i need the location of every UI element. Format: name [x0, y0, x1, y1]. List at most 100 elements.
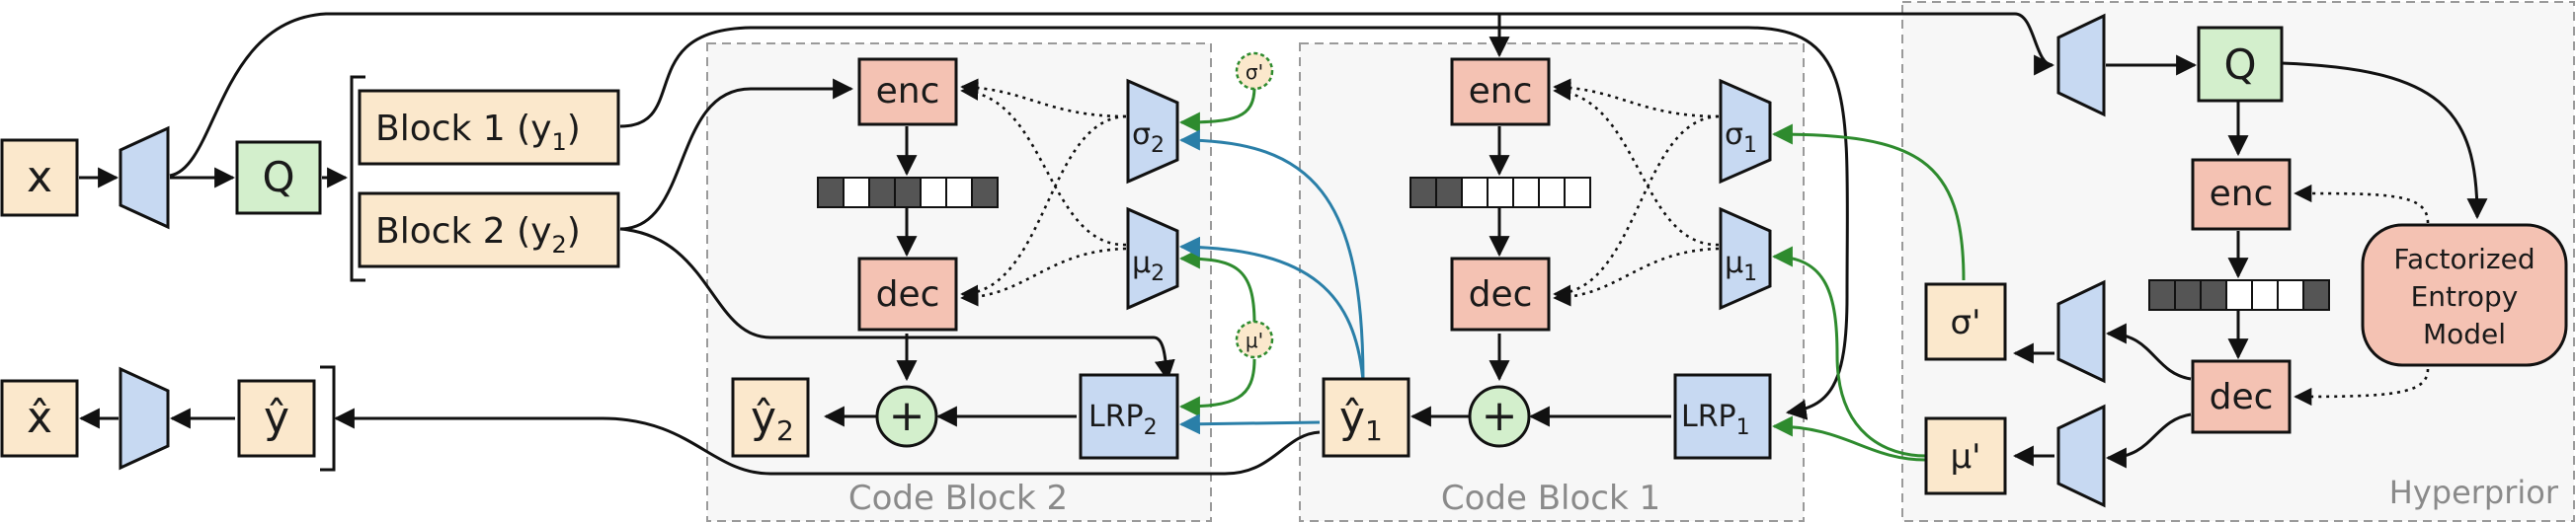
svg-text:dec: dec [2210, 377, 2274, 417]
bit-cell [1461, 177, 1489, 208]
mu1-trapezoid: μ1 [1719, 206, 1772, 311]
bit-cell [1435, 177, 1463, 208]
svg-text:σ1: σ1 [1725, 117, 1757, 158]
svg-text:μ': μ' [1951, 437, 1981, 477]
svg-text:enc: enc [876, 71, 940, 112]
svg-text:Entropy: Entropy [2411, 280, 2519, 313]
svg-text:μ': μ' [1246, 329, 1263, 352]
block2-box: Block 2 (y2) [358, 191, 620, 268]
svg-text:ŷ2: ŷ2 [751, 393, 794, 447]
svg-text:Block 2 (y2): Block 2 (y2) [375, 211, 581, 259]
mu2-trapezoid: μ2 [1126, 206, 1179, 311]
green-mu-prime-seed-to-mu2 [1178, 248, 1256, 325]
green-mu-prime-seed-to-lrp2 [1178, 358, 1256, 417]
arrow-hdec-to-lower-decoder [2105, 412, 2192, 469]
mu-prime-box: μ' [1924, 416, 2007, 495]
blue-y1hat-to-sigma2 [1178, 129, 1365, 382]
arrow-block2-to-cb2-enc [619, 78, 854, 231]
x-label: x [27, 152, 52, 202]
svg-text:μ2: μ2 [1132, 246, 1165, 286]
block2-sub: 2 [552, 231, 567, 259]
dots-sigma1-to-enc [1553, 78, 1720, 118]
green-sigma-prime-seed-to-sigma2 [1178, 86, 1256, 133]
bit-cell [2277, 279, 2304, 311]
green-mu-prime-to-mu1 [1771, 246, 1927, 458]
svg-text:Block 1 (y1): Block 1 (y1) [375, 109, 581, 156]
dots-mu1-to-dec [1553, 247, 1720, 307]
dots-sigma2-to-enc [960, 78, 1127, 118]
dots-mu1-to-enc [1553, 82, 1720, 247]
arrow-block1-to-cb1 [619, 26, 1849, 420]
svg-text:LRP2: LRP2 [1088, 400, 1158, 440]
svg-text:LRP1: LRP1 [1681, 400, 1750, 440]
bit-cell [945, 177, 973, 208]
bit-cell [2251, 279, 2279, 311]
blue-connections [1178, 129, 1365, 435]
bit-cell [920, 177, 947, 208]
top-bracket [350, 75, 365, 282]
sigma1-trapezoid: σ1 [1719, 78, 1772, 185]
cb2-bitstream [817, 177, 999, 208]
dots-mu2-to-enc [960, 82, 1127, 247]
hyper-bitstream [2148, 279, 2330, 311]
cb2-plus: + [875, 385, 938, 448]
block1-close: ) [567, 109, 581, 149]
regions: Code Block 2 Code Block 1 Hyperprior [706, 1, 2575, 522]
bit-cell [2302, 279, 2330, 311]
yhat-box: ŷ [237, 379, 316, 458]
bit-cell [2200, 279, 2227, 311]
block1-text: Block 1 (y [375, 109, 552, 149]
svg-text:σ': σ' [1246, 60, 1263, 84]
cb2-enc: enc [857, 57, 958, 126]
svg-text:dec: dec [1469, 274, 1533, 315]
connections [78, 12, 2488, 476]
factorized-entropy-model: Factorized Entropy Model [2361, 223, 2568, 367]
svg-text:μ1: μ1 [1725, 246, 1757, 286]
sigma2-trapezoid: σ2 [1126, 78, 1179, 185]
q-label: Q [262, 153, 294, 201]
cb2-dec: dec [857, 257, 958, 332]
mu-prime-seed-cb2: μ' [1235, 320, 1274, 359]
bit-cell [1564, 177, 1591, 208]
svg-text:dec: dec [876, 274, 940, 315]
cb1-bitstream [1409, 177, 1591, 208]
y2hat-box: ŷ2 [731, 377, 810, 458]
code-block-2-label: Code Block 2 [848, 479, 1068, 518]
lrp1-trapezoid: LRP1 [1673, 373, 1772, 460]
blue-y1hat-to-mu2 [1178, 236, 1365, 382]
bit-cell [2225, 279, 2253, 311]
svg-text:Factorized: Factorized [2393, 243, 2535, 275]
dots-factorized-to-hdec [2294, 368, 2430, 407]
x-box: x [0, 138, 79, 217]
dotted-connections [960, 78, 2430, 407]
sigma-prime-seed-cb2: σ' [1235, 51, 1274, 91]
block1-box: Block 1 (y1) [358, 89, 620, 166]
green-sigma-prime-to-sigma1 [1771, 123, 1966, 281]
svg-text:enc: enc [2210, 174, 2274, 214]
arrow-latent-to-hyperprior [169, 12, 2055, 178]
hyper-decoder-upper [2056, 279, 2106, 384]
lrp2-trapezoid: LRP2 [1079, 373, 1179, 460]
hyper-decoder-lower [2056, 404, 2106, 508]
green-mu-prime-to-lrp1 [1771, 415, 1927, 462]
q-box: Q [235, 140, 322, 215]
y1hat-box: ŷ1 [1322, 377, 1410, 458]
hyperprior-label: Hyperprior [2389, 474, 2559, 511]
blue-y1hat-to-lrp2 [1178, 413, 1321, 435]
xhat-label: x̂ [27, 393, 52, 443]
svg-text:Model: Model [2423, 318, 2506, 350]
arrow-y1hat-to-yhat [333, 408, 1321, 476]
block1-sub: 1 [552, 128, 567, 156]
hyper-dec: dec [2191, 359, 2292, 434]
bit-cell [894, 177, 922, 208]
arrow-hdec-to-upper-decoder [2105, 323, 2192, 381]
hyper-enc: enc [2191, 158, 2292, 231]
bit-cell [1512, 177, 1540, 208]
hyper-encoder-trapezoid [2056, 13, 2106, 117]
arrow-hq-to-factorized [2281, 61, 2488, 220]
block2-text: Block 2 (y [375, 211, 552, 252]
dots-mu2-to-dec [960, 247, 1127, 307]
svg-text:ŷ1: ŷ1 [1339, 393, 1383, 447]
hyper-q-box: Q [2197, 26, 2284, 103]
code-block-1-label: Code Block 1 [1441, 479, 1660, 518]
